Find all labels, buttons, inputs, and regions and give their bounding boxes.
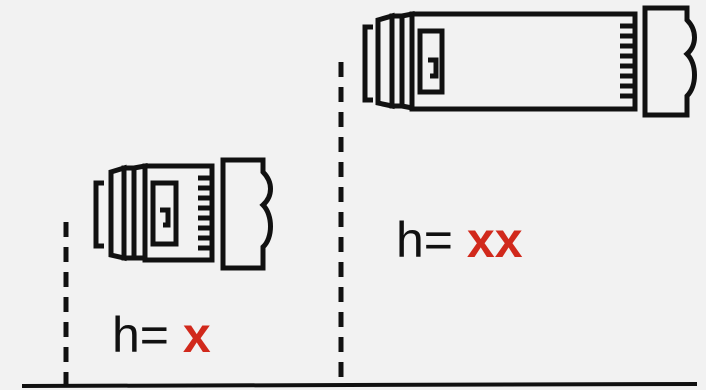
- height-value-large: xx: [466, 212, 523, 268]
- height-label-small: h= x: [112, 310, 211, 360]
- height-value-small: x: [182, 307, 211, 363]
- telephoto-lens-icon: [362, 5, 697, 118]
- height-label-prefix: h=: [112, 307, 183, 363]
- height-label-prefix: h=: [396, 212, 467, 268]
- lens-icon: [93, 157, 273, 271]
- height-label-large: h= xx: [396, 215, 523, 265]
- ground-line: [21, 382, 698, 388]
